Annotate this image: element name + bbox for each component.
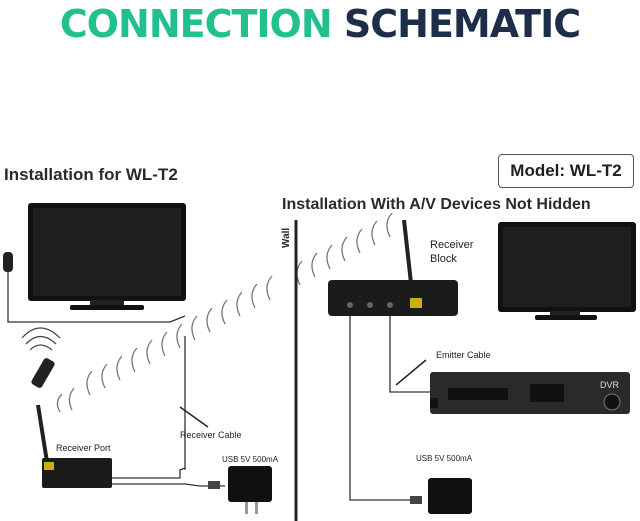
right-installation-heading: Installation With A/V Devices Not Hidden [282, 196, 591, 213]
receiver-port-device [36, 336, 225, 488]
remote-control-icon [21, 327, 61, 388]
receiver-port-label: Receiver Port [56, 443, 111, 453]
usb-label-left: USB 5V 500mA [222, 455, 279, 464]
wall-label: Wall [281, 227, 292, 248]
right-tv [498, 222, 636, 320]
dvr-label: DVR [600, 380, 620, 390]
usb-power-adapter-left [208, 466, 272, 514]
title-word-schematic: SCHEMATIC [343, 2, 581, 46]
left-tv [28, 203, 186, 310]
model-box: Model: WL-T2 [498, 154, 634, 188]
title-word-connection: CONNECTION [59, 2, 333, 46]
left-installation-heading: Installation for WL-T2 [4, 165, 178, 184]
dvr-device [430, 372, 630, 414]
receiver-block-device [328, 219, 458, 501]
usb-power-adapter-right [410, 478, 472, 514]
receiver-block-label: Receiver Block [430, 239, 474, 265]
schematic-title: CONNECTION SCHEMATIC [0, 0, 640, 48]
usb-label-right: USB 5V 500mA [416, 454, 473, 463]
emitter-cable-label: Emitter Cable [436, 350, 491, 360]
receiver-cable-label: Receiver Cable [180, 430, 242, 440]
wireless-signal-waves [56, 212, 393, 413]
ir-eye-sensor [3, 252, 186, 323]
